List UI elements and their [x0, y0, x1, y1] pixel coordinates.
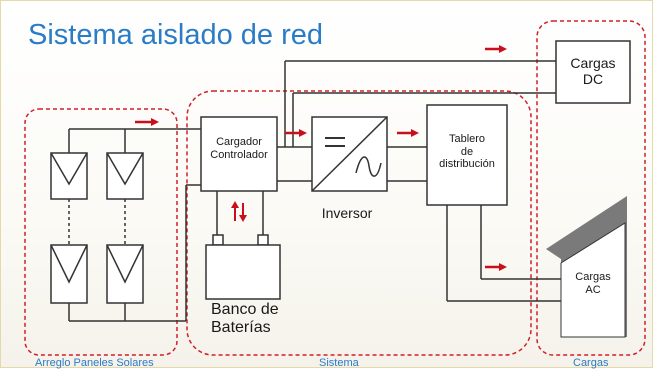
tablero-label-line2: de — [460, 145, 474, 158]
tablero-label-line3: distribución — [439, 158, 495, 171]
banco-label-line1: Banco de — [211, 301, 279, 318]
cargador-label-line1: Cargador — [216, 136, 262, 148]
group-paneles-border — [24, 108, 178, 356]
diagram-title: Sistema aislado de red — [28, 19, 323, 51]
flow-arrow — [135, 118, 159, 126]
cargas-ac-label-line1: Cargas — [575, 271, 611, 283]
cargador-box — [200, 116, 278, 192]
group-sistema-border — [186, 90, 532, 356]
bidirectional-arrow — [231, 201, 247, 222]
cargador-label-line2: Controlador — [210, 148, 268, 161]
flow-arrow — [485, 263, 507, 271]
cargas-ac-house — [546, 196, 627, 338]
cargas-dc-label-line2: DC — [582, 71, 604, 88]
flow-arrow — [397, 129, 419, 137]
battery-bank — [205, 234, 281, 300]
cargas-dc-label-line1: Cargas — [570, 55, 616, 71]
tablero-label: Tablero de distribución — [427, 133, 507, 171]
group-cargas-caption: Cargas — [573, 357, 609, 369]
group-sistema-caption: Sistema — [319, 357, 359, 369]
cargas-ac-label-line2: AC — [585, 283, 601, 296]
cargas-dc-label: Cargas DC — [556, 55, 630, 87]
banco-label-line2: Baterías — [211, 319, 271, 337]
flow-arrow — [285, 129, 307, 137]
cargas-dc-box — [555, 40, 631, 104]
cargador-label: Cargador Controlador — [201, 136, 277, 161]
flow-arrow — [485, 45, 507, 53]
group-paneles-caption: Arreglo Paneles Solares — [35, 357, 154, 369]
solar-panel — [50, 244, 88, 304]
group-cargas-border — [536, 20, 646, 356]
inversor-box — [311, 116, 388, 192]
inversor-label: Inversor — [321, 205, 373, 221]
solar-panel — [50, 152, 88, 200]
solar-panel — [106, 152, 144, 200]
banco-label: Banco de Baterías — [201, 301, 307, 338]
panel-wiring — [68, 128, 201, 322]
solar-panel — [106, 244, 144, 304]
tablero-label-line1: Tablero — [448, 133, 486, 145]
system-wiring — [216, 60, 561, 302]
cargas-ac-label: Cargas AC — [563, 271, 623, 296]
tablero-box — [426, 104, 508, 206]
